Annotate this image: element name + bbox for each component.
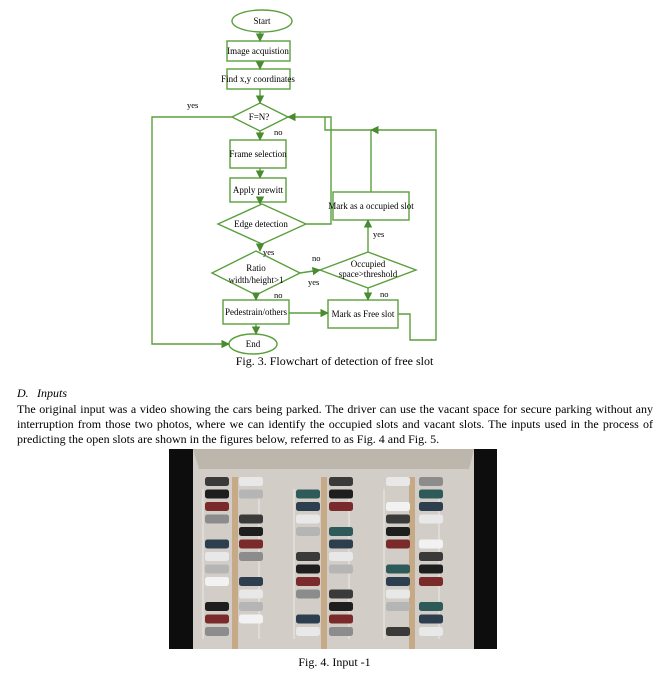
parked-car <box>419 577 443 586</box>
parked-car <box>296 627 320 636</box>
ratio-no-label: no <box>274 290 283 300</box>
parked-car <box>386 514 410 524</box>
parked-car <box>329 539 353 549</box>
fn-no-label: no <box>274 127 283 137</box>
parked-car <box>205 602 229 611</box>
parked-car <box>329 552 353 561</box>
parked-car <box>419 489 443 499</box>
occupied-label-2: space>threshold <box>339 269 398 279</box>
parked-car <box>205 614 229 624</box>
parked-car <box>296 489 320 499</box>
prewitt-label: Apply prewitt <box>233 185 284 195</box>
pedestrian-box <box>222 299 290 325</box>
parked-car <box>386 539 410 549</box>
parked-car <box>386 627 410 636</box>
parked-car <box>239 477 263 486</box>
parked-car <box>239 614 263 624</box>
flowchart: Start Image acquistion Find x,y coordina… <box>151 9 437 355</box>
parked-car <box>329 477 353 486</box>
parked-car <box>329 527 353 536</box>
start-label: Start <box>254 16 271 26</box>
parked-car <box>296 514 320 524</box>
parked-car <box>386 602 410 611</box>
coordinates-label: Find x,y coordinates <box>221 74 295 84</box>
parked-car <box>239 539 263 549</box>
acquisition-label: Image acquistion <box>227 46 289 56</box>
parked-car <box>419 514 443 524</box>
parked-car <box>386 477 410 486</box>
parked-car <box>419 552 443 561</box>
parked-car <box>239 589 263 599</box>
parked-car <box>296 577 320 586</box>
parked-car <box>329 489 353 499</box>
parked-car <box>205 627 229 636</box>
parked-car <box>386 577 410 586</box>
parked-car <box>205 552 229 561</box>
parked-car <box>239 527 263 536</box>
parked-car <box>329 627 353 636</box>
parked-car <box>296 589 320 599</box>
parked-car <box>386 589 410 599</box>
parked-car <box>419 627 443 636</box>
mark-free-label: Mark as Free slot <box>332 309 395 319</box>
edge-detection-label: Edge detection <box>234 219 288 229</box>
parked-car <box>386 564 410 574</box>
parked-car <box>419 602 443 611</box>
parked-car <box>296 564 320 574</box>
occupied-no-label: no <box>380 289 389 299</box>
parked-car <box>205 577 229 586</box>
parked-car <box>239 602 263 611</box>
section-title: Inputs <box>37 386 67 400</box>
parked-car <box>205 514 229 524</box>
frame-selection-label: Frame selection <box>229 149 287 159</box>
parked-car <box>239 514 263 524</box>
parked-car <box>205 539 229 549</box>
figure4-caption: Fig. 4. Input -1 <box>298 655 371 669</box>
parked-car <box>296 502 320 511</box>
parked-car <box>419 539 443 549</box>
edge-yes-label: yes <box>263 247 274 257</box>
mark-occupied-label: Mark as a occupied slot <box>328 201 414 211</box>
parked-car <box>296 614 320 624</box>
parked-car <box>419 564 443 574</box>
ratio-right-yes-label: yes <box>308 277 319 287</box>
parked-car <box>239 489 263 499</box>
parked-car <box>329 564 353 574</box>
end-label: End <box>246 339 261 349</box>
fn-label: F=N? <box>249 112 270 122</box>
parked-car <box>239 577 263 586</box>
occupied-yes-label: yes <box>373 229 384 239</box>
ratio-label-2: width/height>1 <box>228 275 283 285</box>
aerial-parking-lot-photo <box>169 449 497 649</box>
parked-car <box>205 489 229 499</box>
parked-car <box>205 502 229 511</box>
parked-car <box>296 527 320 536</box>
frame-selection-box <box>229 139 287 169</box>
fn-yes-label: yes <box>187 100 198 110</box>
start-node <box>231 9 293 33</box>
parked-car <box>239 552 263 561</box>
parked-car <box>419 614 443 624</box>
section-heading: D. Inputs <box>17 386 67 401</box>
body-paragraph: The original input was a video showing t… <box>17 402 653 446</box>
parked-car <box>329 589 353 599</box>
parked-car <box>329 602 353 611</box>
parked-car <box>296 552 320 561</box>
ratio-right-no-label: no <box>312 253 321 263</box>
parked-car <box>419 477 443 486</box>
parked-car <box>386 527 410 536</box>
parked-car <box>205 477 229 486</box>
parked-car <box>386 502 410 511</box>
parked-car <box>205 564 229 574</box>
pedestrian-label: Pedestrain/others <box>225 307 287 317</box>
ratio-label-1: Ratio <box>246 263 266 273</box>
occupied-label-1: Occupied <box>351 259 386 269</box>
parked-car <box>329 502 353 511</box>
parked-car <box>329 614 353 624</box>
parked-car <box>419 502 443 511</box>
figure3-caption: Fig. 3. Flowchart of detection of free s… <box>235 354 434 368</box>
ratio-decision <box>210 250 302 296</box>
section-letter: D. <box>17 386 29 400</box>
